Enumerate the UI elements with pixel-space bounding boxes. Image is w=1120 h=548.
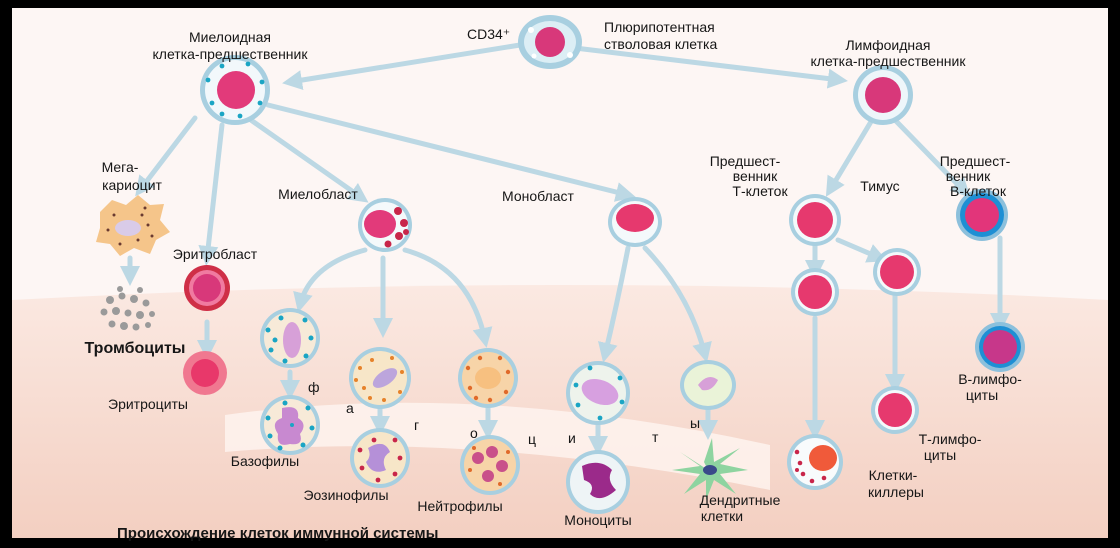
- neutrophil-cell: [460, 435, 520, 495]
- arrow-myeloblast-basophil: [293, 247, 368, 313]
- arrow-myeloid-monoblast: [265, 102, 636, 202]
- killer-cell: [787, 434, 843, 490]
- b-progenitor-label-line2: венник: [946, 168, 991, 184]
- lymphoid-label-line2: клетка-предшественник: [811, 53, 967, 69]
- monoblast-label: Монобласт: [502, 188, 574, 204]
- phagocytes-label: ф а г о ц и т ы: [308, 379, 700, 447]
- monocyte-cell: [566, 450, 630, 514]
- b-lymphocyte-cell: [975, 322, 1025, 372]
- lymphoid-label-line1: Лимфоидная: [845, 37, 930, 53]
- killer-cells-label-line2: киллеры: [868, 484, 924, 500]
- basophils-label: Базофилы: [231, 453, 299, 469]
- erythroblast-label: Эритробласт: [173, 246, 258, 262]
- dendritic-label-line1: Дендритные: [700, 492, 781, 508]
- stem-label-line1: Плюрипотентная: [604, 19, 715, 35]
- b-cell-progenitor-cell: [956, 189, 1008, 241]
- t-progenitor-label-line2: венник: [733, 168, 778, 184]
- thymus-label: Тимус: [860, 178, 899, 194]
- platelets-label: Тромбоциты: [85, 340, 186, 357]
- arrow-myeloid-erythro: [198, 122, 225, 266]
- phago-letter-5: ц: [528, 431, 536, 447]
- monoblast-cell: [608, 197, 662, 247]
- eosinophil-cell: [350, 428, 410, 488]
- phago-letter-4: о: [470, 425, 478, 441]
- arrows: [120, 42, 1010, 456]
- arrow-myeloid-myeloblast: [245, 115, 369, 203]
- t-progenitor-label-line3: Т-клеток: [732, 183, 788, 199]
- arrow-monoblast-dendritic: [642, 245, 712, 363]
- dendritic-label-line2: клетки: [701, 508, 743, 524]
- platelets-cluster: [100, 286, 155, 331]
- megakaryocyte-label-line2: кариоцит: [102, 177, 162, 193]
- b-progenitor-label-line1: Предшест-: [940, 153, 1011, 169]
- stem-cell: [518, 15, 582, 69]
- t-cell-intermediate-left: [791, 268, 839, 316]
- basophil-cell: [260, 395, 320, 455]
- arrow-monoblast-monocyte: [598, 245, 631, 363]
- neutrophils-label: Нейтрофилы: [417, 498, 502, 514]
- diagram-title: Происхождение клеток иммунной системы: [117, 525, 438, 542]
- phago-letter-1: ф: [308, 379, 320, 395]
- arrow-lymphoid-tprog: [825, 117, 875, 197]
- phago-letter-7: т: [652, 429, 659, 445]
- myeloid-label-line1: Миелоидная: [189, 29, 271, 45]
- t-lymphocytes-label-line2: циты: [924, 447, 956, 463]
- t-progenitor-label-line1: Предшест-: [710, 153, 781, 169]
- arrow-myeloblast-neutrophil: [402, 247, 493, 348]
- phago-letter-3: г: [414, 417, 419, 433]
- eosinophils-label: Эозинофилы: [303, 487, 388, 503]
- erythroblast-cell: [184, 265, 230, 311]
- b-progenitor-label-line3: В-клеток: [950, 183, 1007, 199]
- myeloblast-cell: [358, 198, 412, 252]
- arrow-stem-lymphoid: [572, 45, 848, 89]
- b-lymphocytes-label-line2: циты: [966, 387, 998, 403]
- neutrophil-precursor-cell: [458, 348, 518, 408]
- myeloblast-label: Миелобласт: [278, 186, 358, 202]
- erythrocytes-label: Эритроциты: [108, 396, 188, 412]
- arrow-myeloid-mega: [135, 115, 198, 197]
- arrow-lymphoid-bprog: [892, 117, 971, 198]
- cd34-label: CD34⁺: [467, 26, 510, 42]
- monocyte-precursor-cell: [566, 361, 630, 425]
- erythrocyte-cell: [183, 351, 227, 395]
- phago-letter-2: а: [346, 400, 354, 416]
- myeloid-label-line2: клетка-предшественник: [153, 46, 309, 62]
- dendritic-cell: [672, 438, 748, 500]
- arrow-tprog-thymus: [835, 237, 888, 263]
- eosinophil-precursor-cell: [349, 347, 411, 409]
- monocytes-label: Моноциты: [564, 512, 631, 528]
- t-cell-progenitor-cell: [789, 194, 841, 246]
- phago-letter-6: и: [568, 430, 576, 446]
- killer-cells-label-line1: Клетки-: [869, 467, 918, 483]
- megakaryocyte-cell: [96, 195, 170, 256]
- dendritic-precursor-cell: [680, 360, 736, 410]
- t-lymphocytes-label-line1: Т-лимфо-: [919, 431, 982, 447]
- basophil-precursor-cell: [260, 308, 320, 368]
- t-lymphocyte-cell: [871, 386, 919, 434]
- phago-letter-8: ы: [690, 415, 700, 431]
- stem-label-line2: стволовая клетка: [604, 36, 717, 52]
- arrow-stem-myeloid: [282, 42, 523, 90]
- megakaryocyte-label-line1: Мега-: [102, 159, 139, 175]
- t-cell-intermediate-thymus: [873, 248, 921, 296]
- lymphoid-progenitor-cell: [853, 65, 913, 125]
- myeloid-progenitor-cell: [200, 55, 270, 125]
- b-lymphocytes-label-line1: В-лимфо-: [958, 371, 1022, 387]
